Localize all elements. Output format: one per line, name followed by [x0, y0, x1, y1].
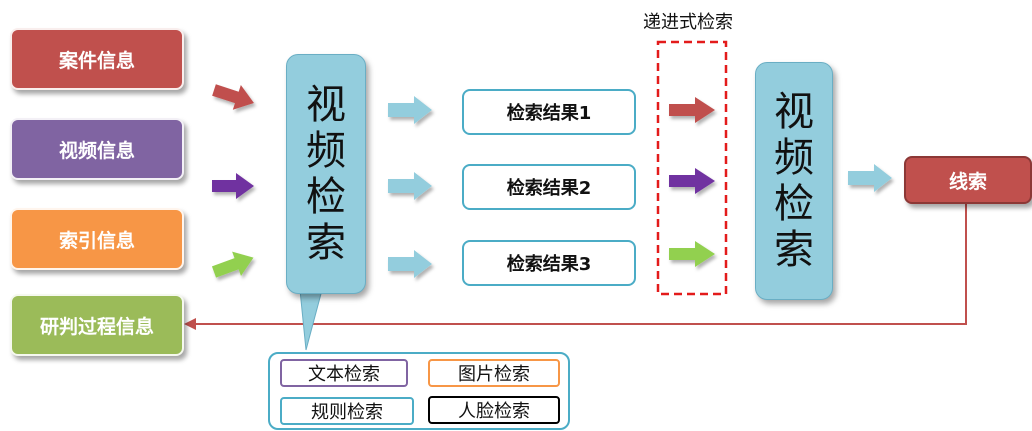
source-case-label: 案件信息: [58, 49, 135, 72]
arrow-result1-icon: [388, 96, 432, 124]
source-index-label: 索引信息: [58, 229, 135, 252]
arrow-progressive-green-icon: [669, 241, 715, 267]
arrow-purple-icon: [212, 173, 254, 199]
image-search-tag: 图片检索: [428, 359, 560, 387]
search-types-panel: 文本检索 图片检索 规则检索 人脸检索: [268, 352, 570, 430]
progressive-search-label: 递进式检索: [643, 12, 733, 33]
arrow-result2-icon: [388, 172, 432, 200]
source-video-info: 视频信息: [10, 118, 184, 180]
source-case-info: 案件信息: [10, 28, 184, 90]
face-search-tag: 人脸检索: [428, 396, 560, 424]
arrow-green-icon: [211, 251, 254, 278]
source-research-process: 研判过程信息: [10, 294, 184, 356]
arrow-progressive-red-icon: [669, 97, 715, 123]
video-search-box-2: 视频检索: [755, 62, 833, 300]
text-search-tag: 文本检索: [280, 359, 408, 387]
video-search-2-label: 视频检索: [774, 89, 814, 273]
source-video-label: 视频信息: [58, 139, 135, 162]
search-result-3: 检索结果3: [462, 240, 636, 286]
rule-search-label: 规则检索: [311, 402, 383, 423]
clue-label: 线索: [948, 170, 987, 193]
image-search-label: 图片检索: [458, 364, 530, 385]
feedback-line: [192, 204, 967, 325]
search-result-2: 检索结果2: [462, 164, 636, 210]
arrow-progressive-purple-icon: [669, 168, 715, 194]
search-result-2-label: 检索结果2: [506, 178, 592, 199]
search-result-1-label: 检索结果1: [506, 103, 592, 124]
arrow-result3-icon: [388, 250, 432, 278]
feedback-arrowhead-icon: [184, 318, 196, 330]
text-search-label: 文本检索: [308, 364, 380, 385]
face-search-label: 人脸检索: [458, 401, 530, 422]
source-index-info: 索引信息: [10, 208, 184, 270]
callout-pointer: [299, 289, 323, 351]
clue-box: 线索: [904, 156, 1032, 204]
arrow-to-clue-icon: [848, 164, 892, 192]
progressive-dashed-box: [656, 40, 728, 296]
rule-search-tag: 规则检索: [280, 397, 414, 425]
search-result-3-label: 检索结果3: [506, 254, 592, 275]
source-research-label: 研判过程信息: [39, 315, 154, 338]
arrow-red-icon: [212, 84, 254, 110]
search-result-1: 检索结果1: [462, 89, 636, 135]
video-search-label: 视频检索: [306, 82, 346, 266]
video-search-box: 视频检索: [286, 54, 366, 294]
